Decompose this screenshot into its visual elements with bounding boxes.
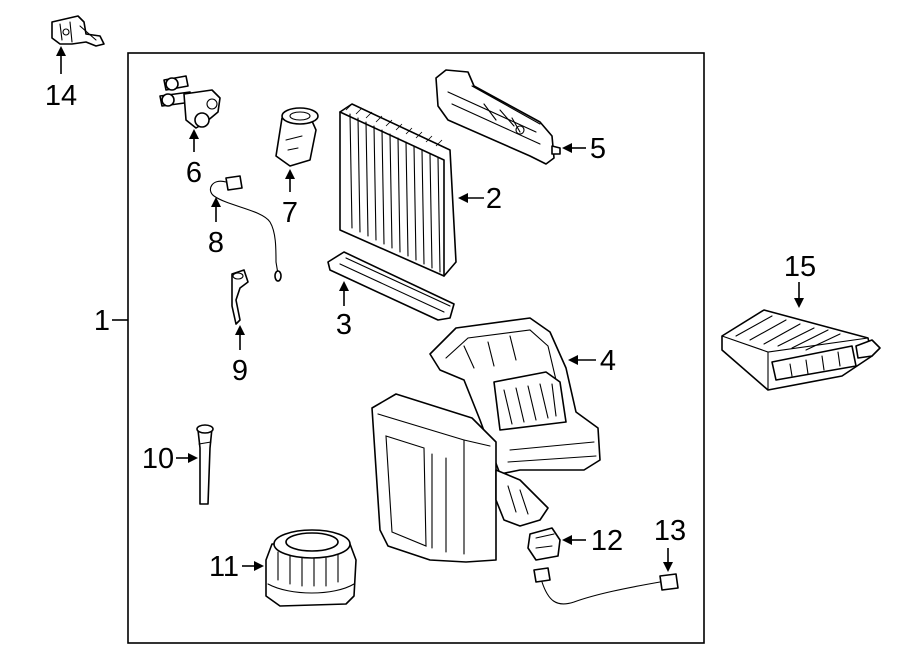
blower-motor-icon: [265, 529, 357, 607]
callout-11: 11: [209, 551, 239, 583]
evaporator-core-icon: [339, 103, 457, 277]
callout-10: 10: [142, 443, 174, 475]
wire-harness-icon: [533, 567, 679, 605]
callout-12: 12: [591, 525, 623, 557]
callout-6: 6: [186, 157, 202, 189]
callout-5: 5: [590, 133, 606, 165]
callout-4: 4: [600, 345, 616, 377]
hose-icon: [209, 175, 282, 282]
thermistor-icon: [275, 107, 319, 167]
resistor-icon: [527, 527, 561, 561]
callout-15: 15: [784, 251, 816, 283]
hvac-case-icon-lower: [371, 393, 549, 563]
callout-2: 2: [486, 183, 502, 215]
callout-1: 1: [94, 305, 110, 337]
damper-actuator-icon: [435, 69, 561, 165]
hvac-case-icon-upper: [429, 317, 601, 475]
assembly-frame: [127, 52, 705, 644]
callout-8: 8: [208, 227, 224, 259]
callout-9: 9: [232, 355, 248, 387]
seal-icon: [231, 269, 249, 325]
heater-core-icon: [721, 309, 881, 391]
callout-7: 7: [282, 197, 298, 229]
callout-14: 14: [45, 80, 77, 112]
filter-housing-icon: [327, 251, 455, 321]
valve-icon: [159, 75, 221, 129]
callout-3: 3: [336, 309, 352, 341]
callout-13: 13: [654, 515, 686, 547]
drain-hose-icon: [196, 424, 214, 505]
bracket-icon: [51, 15, 105, 47]
